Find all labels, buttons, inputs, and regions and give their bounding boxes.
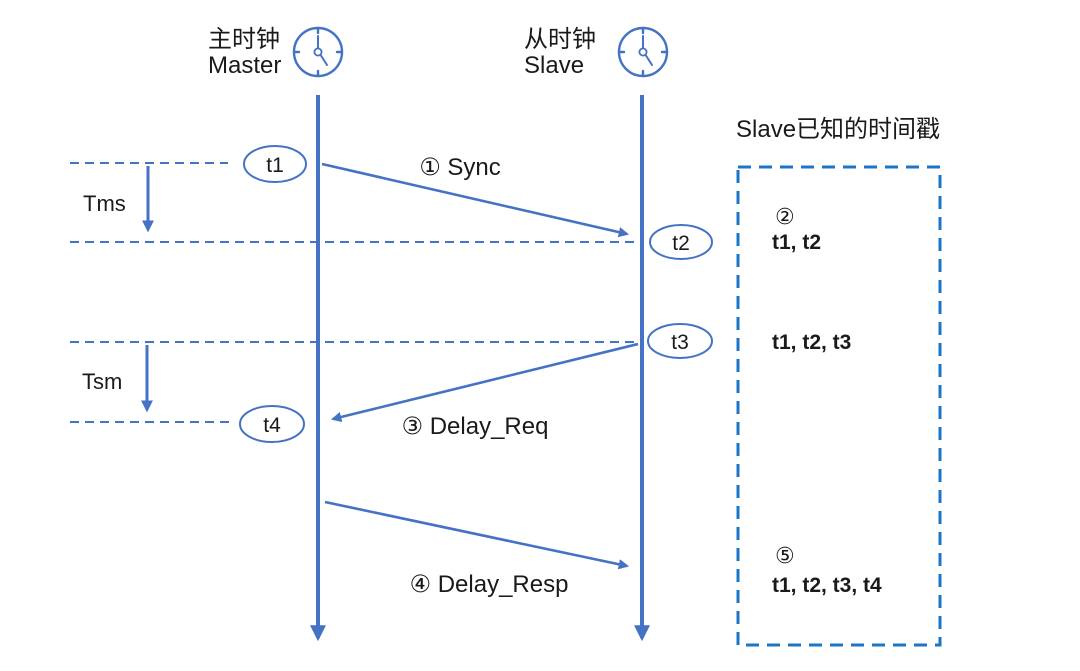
master-label-en: Master — [208, 52, 281, 79]
t1-label: t1 — [266, 154, 284, 177]
panel-entry-after-delay-resp: ⑤ t1, t2, t3, t4 — [772, 543, 882, 597]
timestamp-t2: t2 — [649, 224, 713, 260]
panel-entry-after-t3: t1, t2, t3 — [772, 331, 851, 354]
known-timestamps-panel: Slave已知的时间戳 ② t1, t2 t1, t2, t3 ⑤ t1, t2… — [736, 116, 942, 647]
delay-req-message-arrow — [330, 342, 639, 423]
t3-ellipse — [647, 323, 713, 359]
delay-resp-message-arrow — [324, 500, 630, 570]
master-lifeline-header: 主时钟 Master — [208, 26, 344, 79]
timestamp-markers: t1 t2 t3 t4 — [239, 145, 713, 443]
delay-resp-message-label: ④ Delay_Resp — [410, 571, 569, 598]
slave-label-zh: 从时钟 — [524, 26, 596, 53]
master-label-zh: 主时钟 — [208, 26, 280, 53]
slave-lifeline-header: 从时钟 Slave — [524, 26, 669, 79]
delay-req-message-label: ③ Delay_Req — [402, 413, 549, 440]
timestamp-t4: t4 — [239, 405, 305, 443]
slave-label-en: Slave — [524, 52, 584, 79]
panel-entry-after-sync: ② t1, t2 — [772, 204, 821, 254]
master-clock-icon — [292, 26, 344, 78]
sync-message-arrow — [321, 162, 630, 238]
panel-entry-values: t1, t2, t3, t4 — [772, 574, 882, 597]
t4-label: t4 — [263, 414, 281, 437]
t1-ellipse — [243, 145, 307, 183]
tms-interval: Tms — [83, 166, 154, 233]
tms-label: Tms — [83, 191, 126, 216]
slave-clock-icon — [617, 26, 669, 78]
panel-entry-values: t1, t2 — [772, 231, 821, 254]
t3-label: t3 — [671, 331, 689, 354]
timestamp-t3: t3 — [647, 323, 713, 359]
t2-ellipse — [649, 224, 713, 260]
panel-entry-step: ② — [775, 204, 795, 229]
sync-message-label: ① Sync — [419, 154, 501, 181]
panel-entry-values: t1, t2, t3 — [772, 331, 851, 354]
t4-ellipse — [239, 405, 305, 443]
t2-label: t2 — [672, 232, 690, 255]
known-timestamps-box — [736, 165, 942, 647]
timestamp-t1: t1 — [243, 145, 307, 183]
tsm-interval: Tsm — [82, 345, 153, 413]
tsm-label: Tsm — [82, 369, 122, 394]
dashed-reference-lines — [70, 162, 640, 423]
panel-entry-step: ⑤ — [775, 543, 795, 568]
known-timestamps-panel-title: Slave已知的时间戳 — [736, 116, 940, 143]
